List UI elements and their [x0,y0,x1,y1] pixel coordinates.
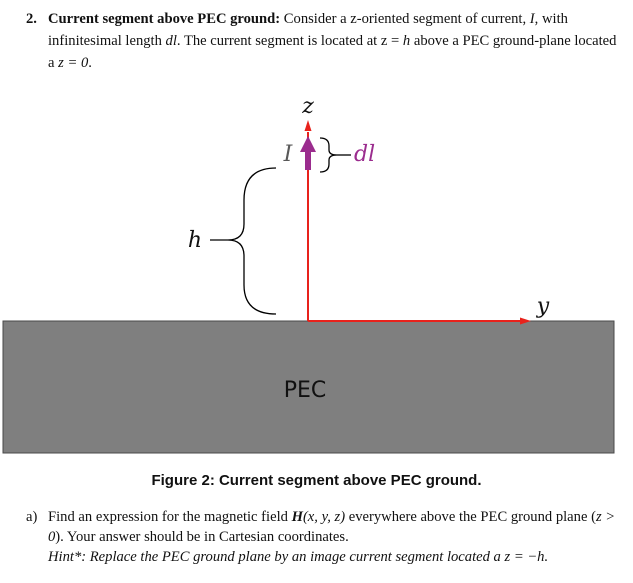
part-a-label: a) [26,509,38,525]
part-a: a) Find an expression for the magnetic f… [26,507,621,567]
pec-label: PEC [284,378,327,403]
part-a-body: Find an expression for the magnetic fiel… [48,507,621,567]
equation-z0: z = 0 [58,55,89,71]
condition-z-positive: z > 0 [48,509,616,545]
problem-body: Current segment above PEC ground: Consid… [48,8,621,74]
problem-text-2: , with infinitesimal length [48,11,568,49]
y-axis-arrowhead [520,317,531,325]
hint-text: Hint*: Replace the PEC ground plane by a… [48,549,505,565]
hint-equation: z = −h [504,549,545,565]
h-label: h [188,228,202,253]
symbol-current: I [529,11,535,27]
problem-title: Current segment above PEC ground: [48,11,281,27]
pec-ground-plane [2,320,615,454]
z-axis-arrowhead [304,120,312,131]
problem-number: 2. [26,11,37,27]
current-arrow-head [300,136,316,152]
problem-text-5: . [88,55,92,71]
symbol-h: h [402,33,411,49]
figure-caption: Figure 2: Current segment above PEC grou… [151,472,482,489]
part-a-text-3: ). Your answer should be in Cartesian co… [55,529,349,545]
problem-text-3: . The current segment is located at z = [176,33,403,49]
y-axis-label: y [536,294,550,319]
dl-label: dl [354,142,375,167]
z-axis-label: z [301,94,314,119]
problem-statement: 2. Current segment above PEC ground: Con… [26,8,621,74]
current-label: I [283,142,294,167]
hint-end: . [544,549,549,565]
problem-text-1: Consider a z-oriented segment of current… [280,11,530,27]
part-a-text-2: everywhere above the PEC ground plane ( [345,509,596,525]
symbol-dl: dl [165,33,177,49]
problem-text-4: above a PEC ground-plane located a [48,33,617,71]
symbol-H: H [291,509,303,525]
part-a-text-1: Find an expression for the magnetic fiel… [48,509,292,525]
H-arguments: (x, y, z) [302,509,346,525]
dl-brace [319,137,338,173]
h-brace [227,167,277,315]
